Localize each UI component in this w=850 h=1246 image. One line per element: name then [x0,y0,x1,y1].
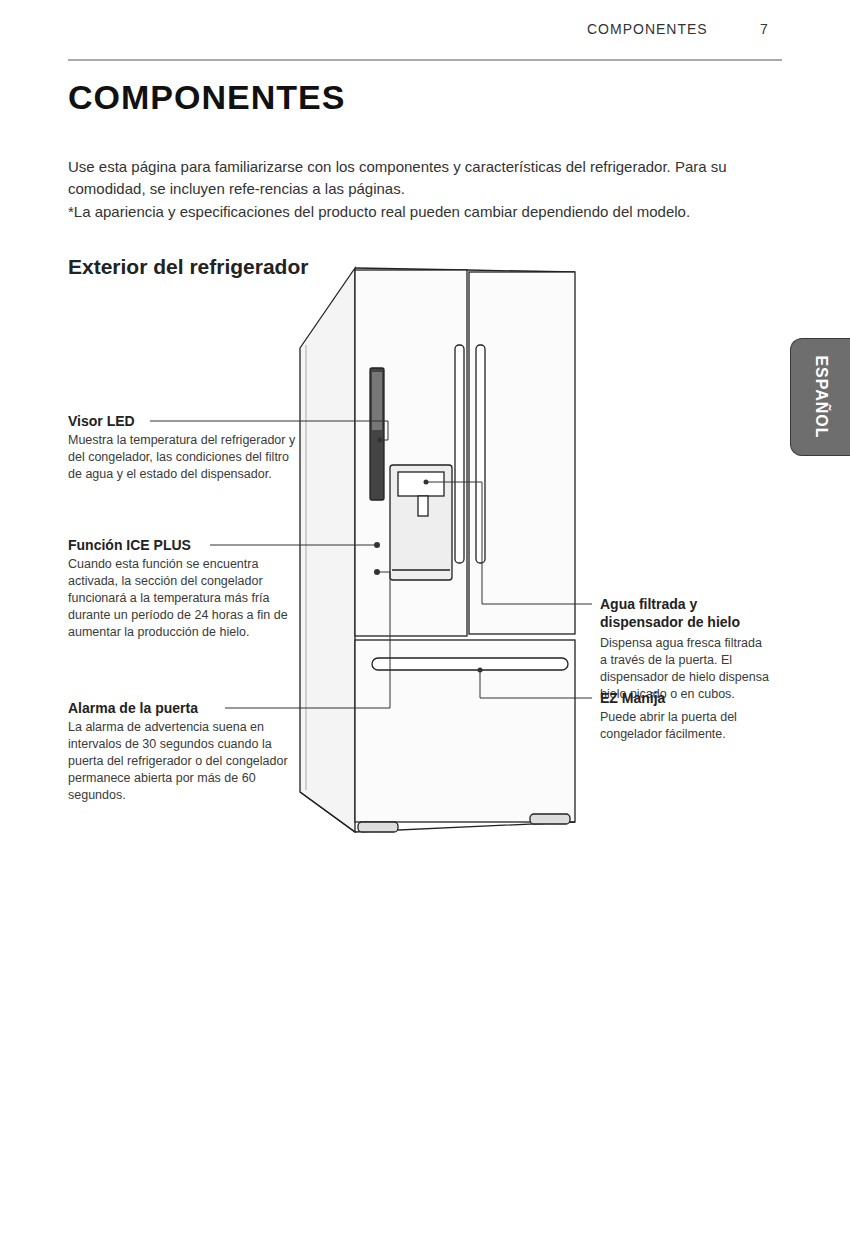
tab-text: ESPAÑOL [812,355,830,438]
led-display [370,368,384,500]
callout-text: La alarma de advertencia suena en interv… [68,719,303,804]
language-tab: ESPAÑOL [790,338,850,456]
callout-heading: Agua filtrada y dispensador de hielo [600,595,775,631]
fridge-outline [68,60,782,832]
door-handle [476,345,485,563]
running-header: COMPONENTES [587,20,708,38]
page-number: 7 [760,20,768,38]
leader-line [480,671,592,698]
section-heading: Exterior del refrigerador [68,254,568,280]
ez-handle [372,658,568,670]
foot [358,822,398,832]
header-rule [68,60,782,61]
freezer-drawer [355,640,575,822]
callout-heading: Alarma de la puerta [68,699,298,717]
leader-line [210,545,374,546]
callout-text: Puede abrir la puerta del congelador fác… [600,709,775,743]
foot [530,814,570,824]
callout-text: Cuando esta función se encuentra activad… [68,556,293,641]
leader-line [426,482,592,604]
door-handle [455,345,464,563]
left-door [355,270,467,636]
page-title: COMPONENTES [68,78,345,117]
callout-heading: Función ICE PLUS [68,536,298,554]
note-text: *La apariencia y especificaciones del pr… [68,201,783,223]
callout-heading: Visor LED [68,412,298,430]
right-door [469,272,575,634]
callout-heading: EZ Manija [600,689,775,707]
intro-text: Use esta página para familiarizarse con … [68,156,783,200]
side-panel [300,268,355,832]
callout-text: Muestra la temperatura del refrigerador … [68,432,303,483]
